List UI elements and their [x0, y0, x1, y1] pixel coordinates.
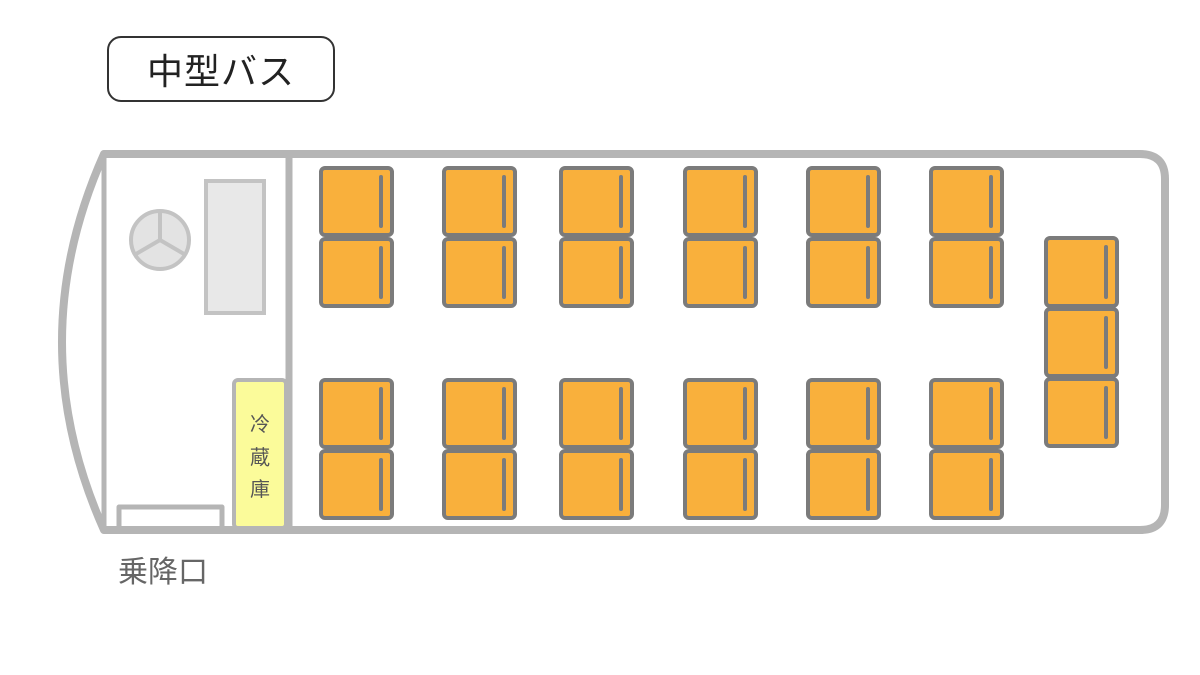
passenger-seat[interactable]	[559, 449, 634, 520]
passenger-seat[interactable]	[442, 166, 517, 237]
passenger-seat[interactable]	[806, 237, 881, 308]
passenger-seat[interactable]	[319, 237, 394, 308]
passenger-seat[interactable]	[806, 166, 881, 237]
passenger-seat[interactable]	[559, 237, 634, 308]
passenger-seat[interactable]	[319, 378, 394, 449]
passenger-seat[interactable]	[1044, 307, 1119, 378]
passenger-seat[interactable]	[683, 237, 758, 308]
passenger-seat[interactable]	[929, 449, 1004, 520]
passenger-seat[interactable]	[442, 449, 517, 520]
passenger-seat[interactable]	[683, 449, 758, 520]
bus-type-label: 中型バス	[107, 36, 335, 102]
passenger-seat[interactable]	[319, 166, 394, 237]
passenger-seat[interactable]	[683, 378, 758, 449]
refrigerator	[232, 378, 288, 530]
passenger-seat[interactable]	[1044, 236, 1119, 308]
passenger-seat[interactable]	[442, 378, 517, 449]
passenger-seat[interactable]	[559, 378, 634, 449]
driver-console	[204, 179, 266, 315]
entrance-step	[116, 504, 225, 530]
fridge-label-char-3: 庫	[250, 477, 270, 501]
steering-wheel-icon	[129, 209, 191, 271]
passenger-seat[interactable]	[929, 378, 1004, 449]
door-label: 乗降口	[118, 555, 208, 590]
passenger-seat[interactable]	[683, 166, 758, 237]
fridge-label-char-2: 蔵	[250, 445, 270, 469]
passenger-seat[interactable]	[1044, 377, 1119, 448]
fridge-label-char-1: 冷	[250, 412, 270, 436]
seats	[319, 166, 1119, 520]
passenger-seat[interactable]	[559, 166, 634, 237]
passenger-seat[interactable]	[442, 237, 517, 308]
passenger-seat[interactable]	[319, 449, 394, 520]
passenger-seat[interactable]	[929, 166, 1004, 237]
passenger-seat[interactable]	[929, 237, 1004, 308]
passenger-seat[interactable]	[806, 449, 881, 520]
passenger-seat[interactable]	[806, 378, 881, 449]
